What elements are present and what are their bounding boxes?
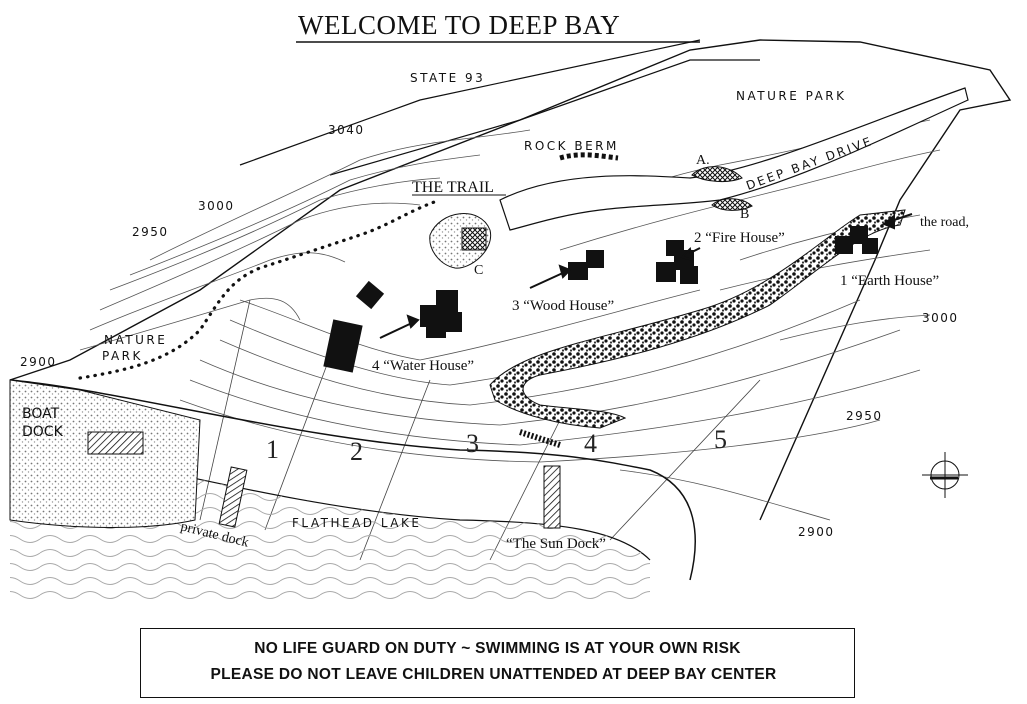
point-c-area bbox=[461, 227, 487, 251]
lot-numbers: 1 2 3 4 5 bbox=[266, 425, 727, 466]
point-b-label: B bbox=[740, 207, 749, 222]
deep-bay-drive bbox=[499, 87, 969, 231]
rock-berm bbox=[559, 152, 619, 161]
state-93-highway bbox=[239, 39, 760, 176]
contour-label-2950-left: 2950 bbox=[132, 225, 169, 239]
lake-label: FLATHEAD LAKE bbox=[292, 516, 421, 530]
the-road-label: the road, bbox=[920, 215, 969, 230]
house-arrows bbox=[379, 213, 913, 339]
nature-park-left-label-2: PARK bbox=[102, 349, 143, 363]
contour-label-2900-right: 2900 bbox=[798, 525, 835, 539]
contour-label-2900-left: 2900 bbox=[20, 355, 57, 369]
fire-house-label: 2 “Fire House” bbox=[694, 230, 785, 246]
the-trail-label: THE TRAIL bbox=[412, 179, 494, 196]
contour-label-2950-right: 2950 bbox=[846, 409, 883, 423]
contour-label-3000-right: 3000 bbox=[922, 311, 959, 325]
notice-line-2: PLEASE DO NOT LEAVE CHILDREN UNATTENDED … bbox=[210, 666, 777, 683]
point-a-area bbox=[691, 166, 743, 183]
compass-rose-icon bbox=[922, 452, 968, 498]
sun-dock-shape bbox=[543, 465, 561, 529]
contour-lines bbox=[79, 119, 941, 521]
lot-number-3: 3 bbox=[466, 429, 479, 458]
nature-park-top-label: NATURE PARK bbox=[736, 89, 847, 103]
water-house-label: 4 “Water House” bbox=[372, 358, 474, 374]
c-area bbox=[429, 213, 492, 269]
contour-label-3000-left: 3000 bbox=[198, 199, 235, 213]
point-a-label: A. bbox=[696, 153, 710, 168]
lot-number-4: 4 bbox=[584, 429, 597, 458]
point-c-label: C bbox=[474, 263, 483, 278]
site-boundary bbox=[9, 39, 1012, 521]
lot-number-2: 2 bbox=[350, 437, 363, 466]
wood-house-label: 3 “Wood House” bbox=[512, 298, 614, 314]
boat-dock-label-1: BOAT bbox=[22, 406, 60, 422]
notice-line-1: NO LIFE GUARD ON DUTY ~ SWIMMING IS AT Y… bbox=[254, 640, 741, 657]
wood-house-shape bbox=[568, 250, 604, 280]
earth-house-label: 1 “Earth House” bbox=[840, 273, 939, 289]
the-trail bbox=[78, 198, 442, 380]
lake-shoreline bbox=[9, 379, 696, 581]
highway-label: STATE 93 bbox=[410, 71, 485, 85]
boat-slips bbox=[87, 431, 144, 455]
safety-notice-box: NO LIFE GUARD ON DUTY ~ SWIMMING IS AT Y… bbox=[140, 628, 855, 698]
rock-berm-label: ROCK BERM bbox=[524, 139, 619, 153]
fire-house-shape bbox=[656, 240, 698, 284]
lot-number-1: 1 bbox=[266, 435, 279, 464]
nature-park-left-label-1: NATURE bbox=[104, 333, 167, 347]
map-title: WELCOME TO DEEP BAY bbox=[298, 10, 620, 40]
shoreline-rock-wall bbox=[489, 209, 906, 429]
boat-dock-label-2: DOCK bbox=[22, 424, 64, 440]
point-b-area bbox=[711, 198, 753, 211]
contour-label-3040: 3040 bbox=[328, 123, 365, 137]
water-house-shape bbox=[323, 280, 462, 373]
lot-number-5: 5 bbox=[714, 425, 727, 454]
private-dock-shape bbox=[218, 466, 248, 528]
sun-dock-label: “The Sun Dock” bbox=[506, 536, 606, 552]
sun-dock-steps bbox=[519, 429, 561, 448]
earth-house-shape bbox=[835, 226, 878, 254]
